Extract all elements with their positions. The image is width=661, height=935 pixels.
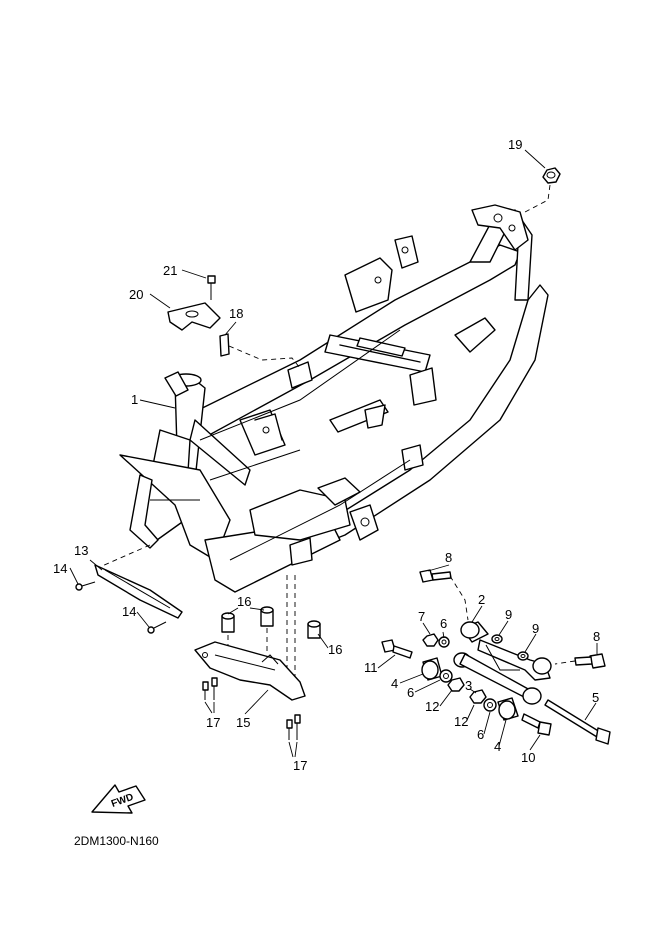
callout-1: 1 [131,392,138,407]
callout-6-a: 6 [440,616,447,631]
callout-8-b: 8 [593,629,600,644]
callout-16-b: 16 [328,642,342,657]
callout-21: 21 [163,263,177,278]
diagram-code: 2DM1300-N160 [74,834,159,848]
callout-17-b: 17 [293,758,307,773]
callout-12-a: 12 [425,699,439,714]
screws-17-a [202,677,218,700]
callout-14-a: 14 [53,561,67,576]
callout-20: 20 [129,287,143,302]
callout-9-b: 9 [532,621,539,636]
leader-lines [69,149,598,758]
callout-14-b: 14 [122,604,136,619]
bolt-10 [521,713,552,736]
washer-9-a [491,634,503,644]
dash-8a [449,575,469,621]
link-2 [460,621,552,681]
callout-10: 10 [521,750,535,765]
nut-12-a [447,677,465,692]
plate-18 [219,333,230,357]
damper-16-a [221,612,235,633]
callout-11: 11 [364,660,378,675]
bolt-8-b [574,653,606,669]
dash-line-13 [101,544,151,567]
washer-6-c [483,698,497,712]
damper-16-c [307,620,321,639]
guard-13 [94,564,183,619]
callout-5: 5 [592,690,599,705]
link-3 [453,652,542,705]
bolt-11 [381,639,413,659]
callout-8-a: 8 [445,550,452,565]
bolt-21 [207,275,216,300]
callout-9-a: 9 [505,607,512,622]
callout-15: 15 [236,715,250,730]
screws-17-b [286,714,301,740]
callout-labels: 19 21 20 18 1 13 14 14 16 16 17 15 17 8 … [53,137,600,773]
nut-7 [422,633,439,647]
bolt-5 [544,699,611,745]
bolt-14-b [147,621,167,634]
bracket-20 [167,302,221,331]
callout-13: 13 [74,543,88,558]
callout-16-a: 16 [237,594,251,609]
nut-12-b [469,689,487,704]
callout-7: 7 [418,609,425,624]
washer-9-b [517,651,529,661]
callout-17-a: 17 [206,715,220,730]
dash-line-18 [228,345,301,369]
washer-6-a [438,636,450,648]
collar-4-b [497,697,519,721]
fwd-arrow-icon: FWD [91,784,146,814]
bolt-14-a [75,581,96,591]
dash-line-19 [524,184,551,213]
bolt-8-a [419,569,452,583]
callout-6-c: 6 [477,727,484,742]
callout-2: 2 [478,592,485,607]
callout-4-b: 4 [494,739,501,754]
washer-6-b [439,669,453,683]
callout-4-a: 4 [391,676,398,691]
dash-8b [554,660,576,665]
main-frame [119,204,549,593]
callout-12-b: 12 [454,714,468,729]
plate-15 [194,641,306,701]
callout-3: 3 [465,678,472,693]
callout-18: 18 [229,306,243,321]
callout-6-b: 6 [407,685,414,700]
collar-4-a [421,657,443,681]
nut-19 [542,167,561,184]
callout-19: 19 [508,137,522,152]
